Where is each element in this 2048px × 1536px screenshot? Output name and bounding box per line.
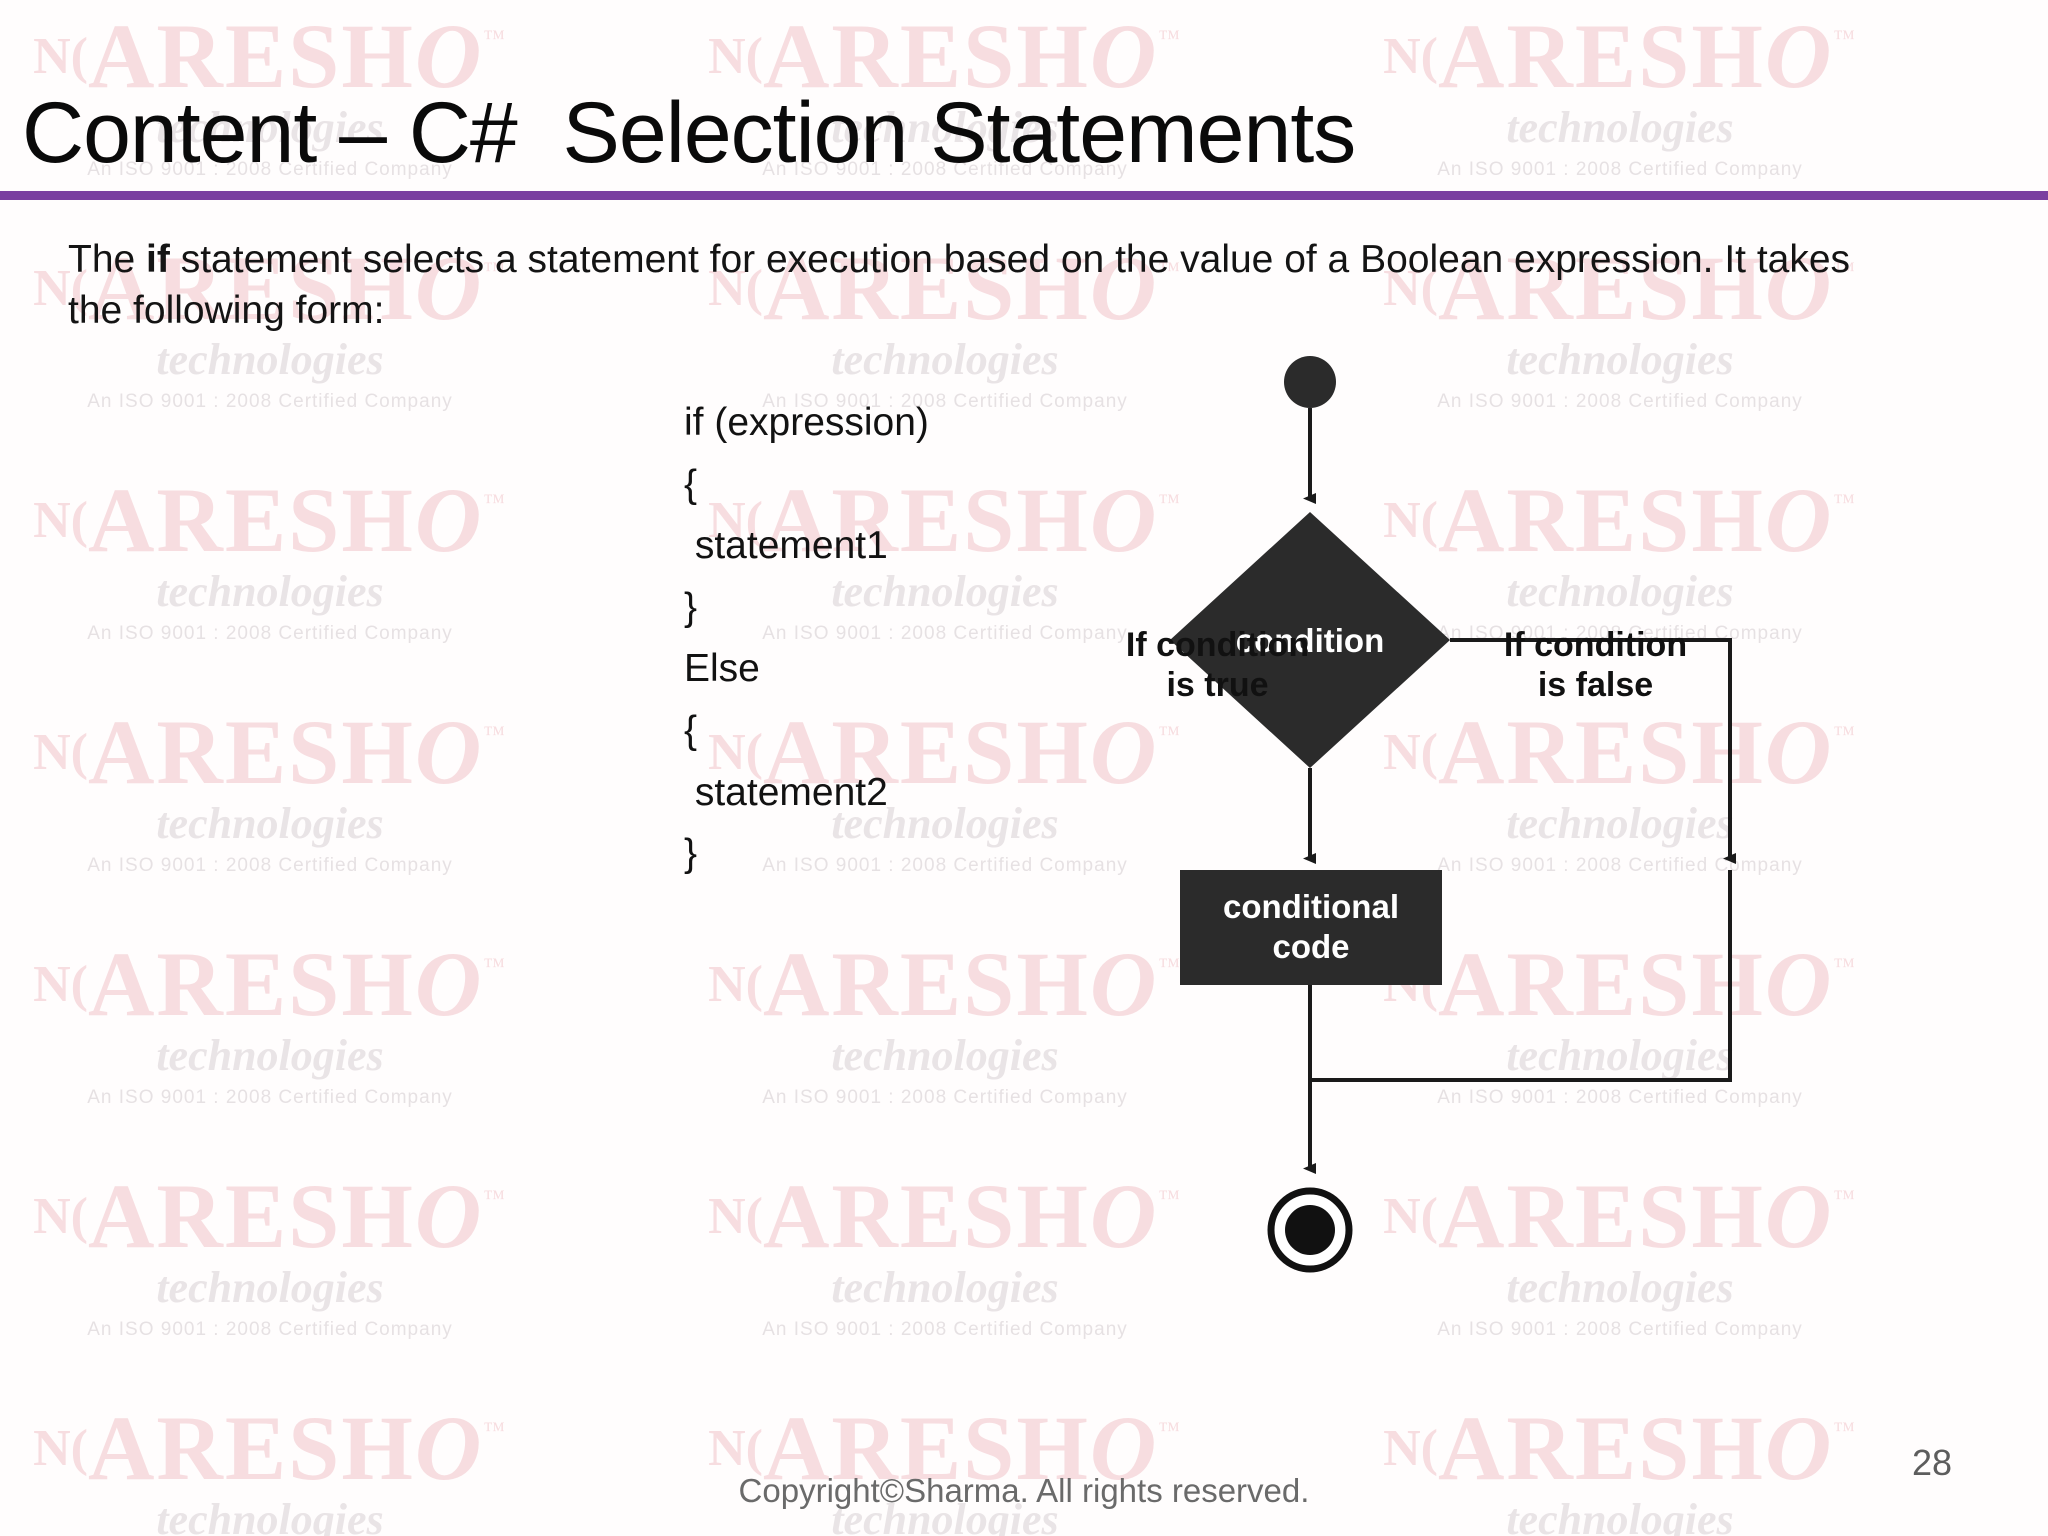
body-paragraph: The if statement selects a statement for… — [68, 234, 1908, 337]
true-branch-caption-line2: is true — [1166, 666, 1269, 705]
process-label-line1: conditional — [1223, 888, 1399, 925]
false-branch-caption: If condition is false — [1488, 625, 1703, 705]
flow-start-node — [1284, 356, 1336, 408]
code-sample-block: if (expression) { statement1 } Else { st… — [684, 401, 929, 876]
page-number: 28 — [1911, 1442, 1952, 1483]
paragraph-keyword-if: if — [146, 238, 170, 281]
decision-label: condition — [1236, 622, 1384, 659]
if-else-flowchart: condition conditional code — [1080, 340, 1900, 1300]
footer-copyright: Copyright©Sharma. All rights reserved. — [738, 1472, 1310, 1509]
true-branch-caption-line1: If condition — [1125, 626, 1310, 664]
true-branch-caption: If condition is true — [1120, 625, 1315, 705]
title-underline-rule — [0, 191, 2048, 200]
connector-false-merge — [1310, 870, 1732, 1082]
flow-end-node — [1267, 1187, 1353, 1273]
connector-false-branch — [1450, 638, 1736, 864]
false-branch-caption-line1: If condition — [1503, 626, 1688, 664]
paragraph-prefix: The — [68, 238, 147, 281]
flow-decision-node: condition — [1170, 512, 1450, 768]
paragraph-suffix: statement selects a statement for execut… — [68, 238, 1851, 333]
flow-process-node: conditional code — [1180, 870, 1442, 985]
page-title: Content – C# Selection Statements — [22, 85, 1356, 181]
process-label-line2: code — [1272, 928, 1349, 965]
false-branch-caption-line2: is false — [1537, 666, 1654, 705]
